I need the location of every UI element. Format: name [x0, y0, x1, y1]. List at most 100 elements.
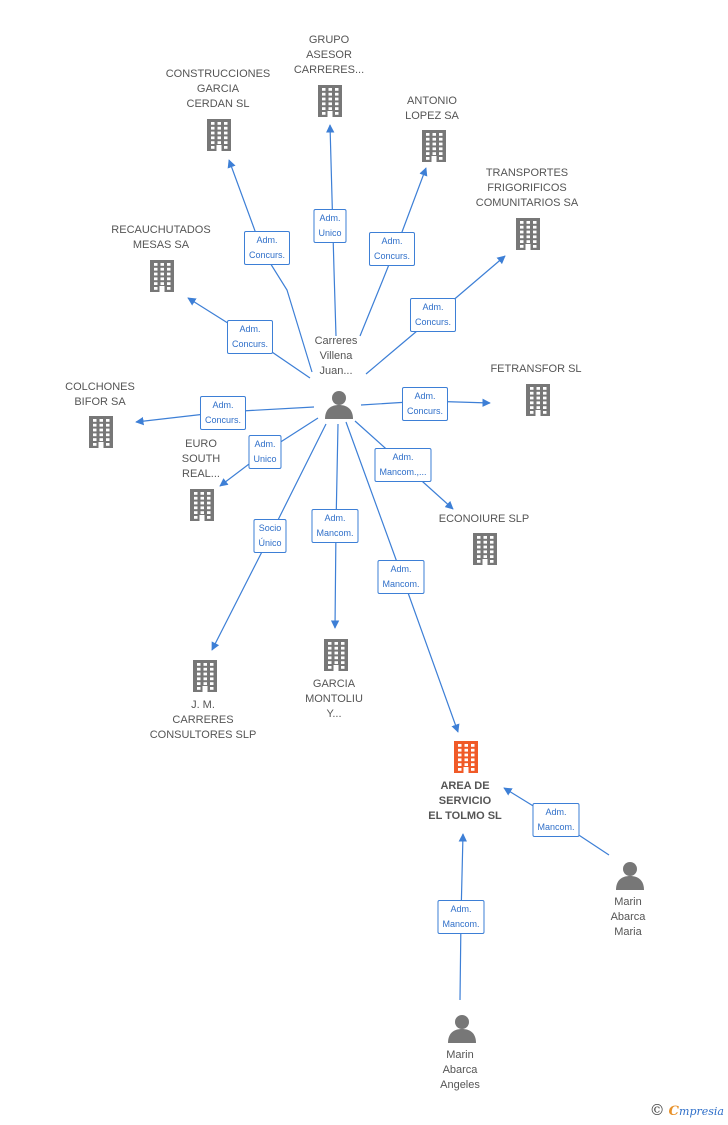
- node-label-garcia-montoliu-line: GARCIA: [312, 678, 356, 690]
- role-label-line: Adm.: [254, 439, 276, 449]
- node-label-colchones: COLCHONES BIFOR SA: [65, 380, 135, 410]
- node-label-marin-angeles-line: Angeles: [440, 1079, 480, 1091]
- role-label-line: Socio: [258, 523, 282, 533]
- center-person-name-line: Carreres: [314, 335, 358, 347]
- role-label-grupo-asesor: Adm. Unico: [313, 209, 347, 243]
- node-label-area-servicio-line: EL TOLMO SL: [428, 810, 502, 822]
- role-label-transportes: Adm. Concurs.: [409, 298, 457, 332]
- node-label-construcciones-line: CONSTRUCCIONES: [165, 68, 271, 80]
- node-label-recauchutados-line: MESAS SA: [132, 239, 190, 251]
- person-icon[interactable]: [614, 859, 646, 896]
- role-label-line: Concurs.: [248, 250, 286, 260]
- node-label-transportes-line: COMUNITARIOS SA: [475, 197, 579, 209]
- role-label-area-servicio: Adm. Mancom.: [377, 560, 425, 594]
- role-label-line: Concurs.: [406, 406, 444, 416]
- role-label-line: Concurs.: [204, 415, 242, 425]
- building-icon[interactable]: [186, 487, 218, 528]
- role-label-line: Unico: [253, 454, 277, 464]
- building-icon[interactable]: [450, 739, 482, 780]
- node-label-transportes-line: TRANSPORTES: [485, 167, 569, 179]
- building-icon[interactable]: [522, 382, 554, 423]
- role-label-antonio-lopez: Adm.Concurs.: [368, 232, 416, 266]
- node-label-construcciones-line: GARCIA: [196, 83, 240, 95]
- role-label-line: Concurs.: [373, 251, 411, 261]
- role-label-line: Mancom.: [442, 919, 480, 929]
- brand-footer: ©Cmpresia: [650, 1101, 724, 1119]
- role-label-line: Mancom.: [382, 579, 420, 589]
- node-label-antonio-lopez-line: ANTONIO: [407, 95, 457, 107]
- building-icon[interactable]: [512, 216, 544, 257]
- building-icon[interactable]: [146, 258, 178, 299]
- person-icon[interactable]: [446, 1012, 478, 1049]
- node-label-marin-maria-line: Maria: [614, 926, 642, 938]
- node-label-fetransfor-line: FETRANSFOR SL: [490, 363, 582, 375]
- node-label-antonio-lopez-line: LOPEZ SA: [405, 110, 459, 122]
- role-label-econoiure: Adm. Mancom.,...: [374, 448, 432, 482]
- building-icon[interactable]: [85, 414, 117, 455]
- node-label-area-servicio: AREA DE SERVICIO EL TOLMO SL: [428, 779, 502, 824]
- role-label-line: Unico: [318, 228, 342, 238]
- role-label-line: Adm.: [239, 324, 261, 334]
- role-label-line: Adm.: [390, 564, 412, 574]
- role-label-line: Mancom.: [537, 822, 575, 832]
- copyright-icon: ©: [649, 1101, 665, 1119]
- node-label-marin-angeles-line: Abarca: [442, 1064, 478, 1076]
- role-label-line: Adm.: [212, 400, 234, 410]
- role-label-line: Adm.: [545, 807, 567, 817]
- role-label-recauchutados: Adm. Concurs.: [226, 320, 274, 354]
- node-label-construcciones: CONSTRUCCIONES GARCIA CERDAN SL: [166, 67, 271, 112]
- role-label-line: Concurs.: [414, 317, 452, 327]
- role-label-garcia-montoliu: Adm.Mancom.: [311, 509, 359, 543]
- role-label-line: Adm.: [392, 452, 414, 462]
- node-label-construcciones-line: CERDAN SL: [186, 98, 250, 110]
- node-label-area-servicio-line: AREA DE: [440, 780, 490, 792]
- role-label-line: Concurs.: [231, 339, 269, 349]
- node-label-colchones-line: BIFOR SA: [74, 396, 126, 408]
- node-label-antonio-lopez: ANTONIO LOPEZ SA: [405, 94, 459, 124]
- building-icon[interactable]: [189, 658, 221, 699]
- building-icon[interactable]: [314, 83, 346, 124]
- node-label-garcia-montoliu-line: MONTOLIU: [305, 693, 363, 705]
- node-label-euro-south-line: SOUTH: [181, 453, 221, 465]
- node-label-econoiure: ECONOIURE SLP: [439, 512, 529, 527]
- building-icon[interactable]: [320, 637, 352, 678]
- brand-name: mpresia: [679, 1105, 724, 1118]
- node-label-euro-south-line: REAL...: [182, 468, 220, 480]
- node-label-jm-carreres-line: CARRERES: [172, 714, 234, 726]
- role-label-euro-south: Adm. Unico: [248, 435, 282, 469]
- node-label-grupo-asesor-line: CARRERES...: [293, 64, 365, 76]
- role-label-construcciones: Adm.Concurs.: [243, 231, 291, 265]
- role-label-line: Adm.: [319, 213, 341, 223]
- node-label-marin-angeles-line: Marin: [446, 1049, 474, 1061]
- role-label-line: Mancom.,...: [379, 467, 427, 477]
- building-icon[interactable]: [469, 531, 501, 572]
- role-label-line: Único: [258, 538, 282, 548]
- role-label-area-servicio: Adm.Mancom.: [437, 900, 485, 934]
- role-label-area-servicio: Adm. Mancom.: [532, 803, 580, 837]
- node-label-grupo-asesor-line: GRUPO: [308, 34, 350, 46]
- node-label-recauchutados: RECAUCHUTADOS MESAS SA: [111, 223, 210, 253]
- edge-center-to-grupo-asesor: [326, 124, 337, 337]
- person-icon[interactable]: [323, 388, 355, 425]
- building-icon[interactable]: [418, 128, 450, 169]
- node-label-area-servicio-line: SERVICIO: [438, 795, 492, 807]
- node-label-jm-carreres-line: J. M.: [191, 699, 215, 711]
- node-label-marin-maria-line: Marin: [614, 896, 642, 908]
- building-icon[interactable]: [203, 117, 235, 158]
- node-label-recauchutados-line: RECAUCHUTADOS: [111, 224, 211, 236]
- center-person-name-line: Juan...: [319, 365, 353, 377]
- center-person-name-line: Villena: [319, 350, 353, 362]
- node-label-colchones-line: COLCHONES: [65, 381, 135, 393]
- role-label-line: Adm.: [422, 302, 444, 312]
- node-label-fetransfor: FETRANSFOR SL: [490, 362, 581, 377]
- role-label-line: Adm.: [324, 513, 346, 523]
